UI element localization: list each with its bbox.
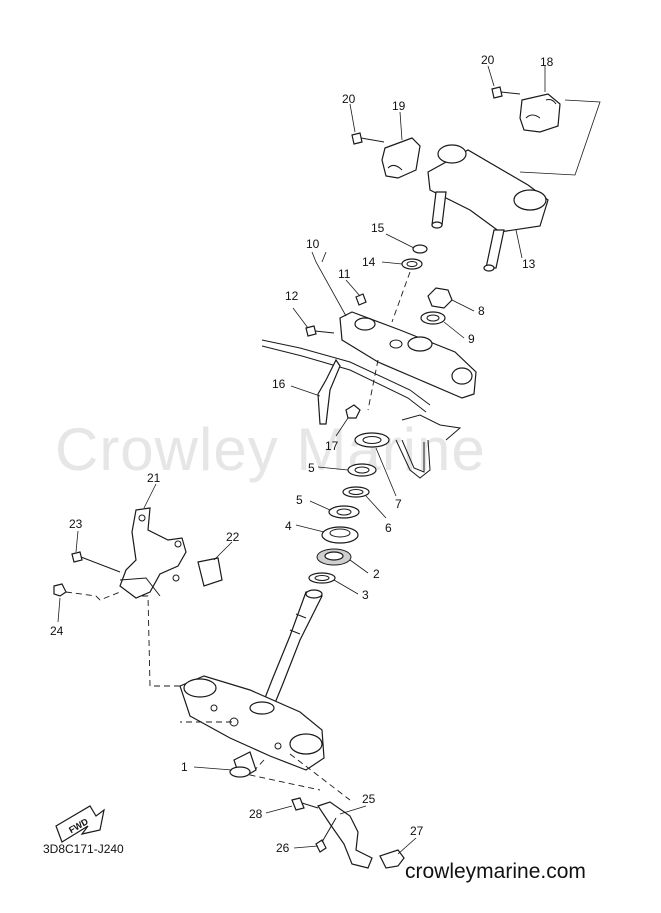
nut-17 xyxy=(345,404,361,419)
callout-10: 10 xyxy=(306,237,320,251)
ring-nut-5-upper xyxy=(347,463,377,477)
callout-5-upper: 5 xyxy=(308,461,315,475)
callout-14: 14 xyxy=(362,255,376,269)
seal-3 xyxy=(308,572,336,584)
rubber-pad-22 xyxy=(197,557,223,587)
upper-bracket-assembly xyxy=(305,244,477,411)
callout-27: 27 xyxy=(410,824,424,838)
callout-20-left: 20 xyxy=(342,92,356,106)
screw-26 xyxy=(315,817,337,853)
callout-4: 4 xyxy=(285,519,292,533)
callout-5-lower: 5 xyxy=(296,493,303,507)
callout-3: 3 xyxy=(362,588,369,602)
bracket-21 xyxy=(119,507,187,599)
callout-20-right: 20 xyxy=(481,53,495,67)
fwd-arrow-icon: FWD xyxy=(55,805,105,843)
callout-19: 19 xyxy=(392,99,406,113)
ball-bearing-2 xyxy=(316,548,352,566)
watermark: Crowley Marine xyxy=(55,416,486,483)
callout-12: 12 xyxy=(285,289,299,303)
bolt-23 xyxy=(71,551,121,573)
callout-2: 2 xyxy=(373,567,380,581)
ring-nut-5-lower xyxy=(328,505,360,519)
callout-24: 24 xyxy=(50,624,64,638)
callout-16: 16 xyxy=(272,377,286,391)
bracket-25 xyxy=(317,801,373,869)
callout-25: 25 xyxy=(362,792,376,806)
callout-21: 21 xyxy=(147,471,161,485)
sleeve-1 xyxy=(229,751,257,778)
callout-6: 6 xyxy=(385,521,392,535)
leader-lines xyxy=(57,65,546,855)
callout-22: 22 xyxy=(226,530,240,544)
washer-6 xyxy=(342,486,370,498)
callout-23: 23 xyxy=(69,517,83,531)
callout-9: 9 xyxy=(468,332,475,346)
website-label: crowleymarine.com xyxy=(405,860,586,883)
callout-labels: 18 20 19 20 13 15 14 8 9 10 11 12 16 17 … xyxy=(50,53,554,855)
callout-13: 13 xyxy=(522,257,536,271)
callout-11: 11 xyxy=(338,267,351,281)
callout-15: 15 xyxy=(371,221,385,235)
callout-1: 1 xyxy=(181,760,188,774)
callout-28: 28 xyxy=(249,807,263,821)
callout-8: 8 xyxy=(478,304,485,318)
callout-26: 26 xyxy=(276,841,290,855)
callout-7: 7 xyxy=(395,497,402,511)
under-bracket-assembly xyxy=(179,589,325,771)
lock-washer-7 xyxy=(354,432,390,448)
cable-guide xyxy=(261,339,462,479)
diagram-code: 3D8C171-J240 xyxy=(43,842,124,856)
bolt-28 xyxy=(291,797,319,811)
callout-17: 17 xyxy=(325,439,339,453)
bracket-27 xyxy=(379,849,405,869)
bearing-cover-4 xyxy=(321,526,359,544)
nut-24 xyxy=(53,583,67,597)
callout-18: 18 xyxy=(540,55,554,69)
handlebar-holder-assembly xyxy=(351,86,601,272)
